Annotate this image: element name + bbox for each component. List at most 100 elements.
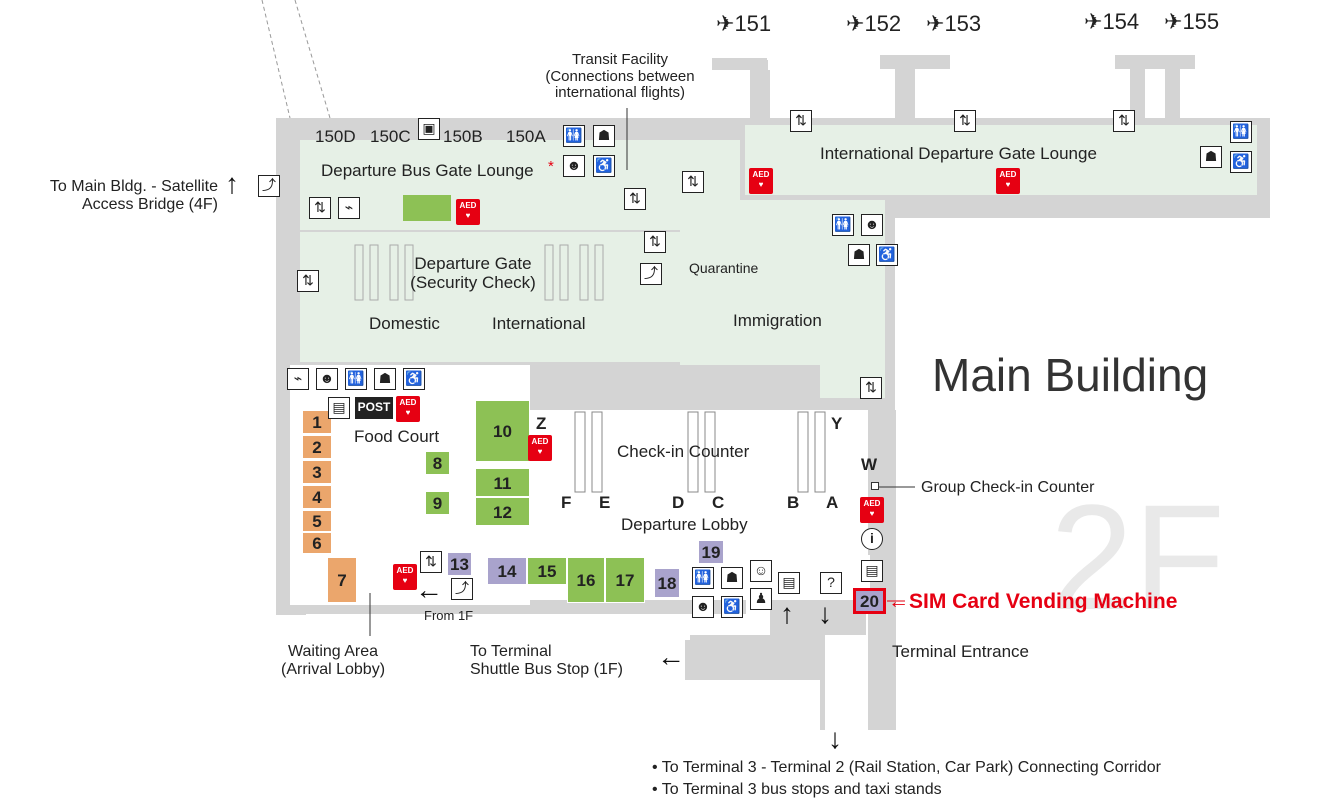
arrow-left-icon: ← [657,641,685,672]
international-label: International [492,314,586,333]
wheelchair-icon: ♿ [721,596,743,618]
shop-8[interactable]: 8 [425,451,450,475]
shop-11[interactable]: 11 [475,468,530,497]
shop-16[interactable]: 16 [567,557,605,603]
airplane-icon: ✈ [846,11,865,36]
shop-17[interactable]: 17 [605,557,645,603]
from-1f-label: From 1F [424,608,474,623]
bus-gate-150a: 150A [506,127,546,146]
aed-icon: AED♥ [396,396,420,422]
aed-icon: AED♥ [456,199,480,225]
shop-19[interactable]: 19 [698,540,724,564]
quarantine-label: Quarantine [689,260,759,276]
wheelchair-icon: ♿ [593,155,615,177]
counter-b: B [787,493,800,512]
atm-icon: ▤ [778,572,800,594]
elevator-icon: ⇅ [624,188,646,210]
elevator-icon: ⇅ [644,231,666,253]
wheelchair-icon: ♿ [1230,151,1252,173]
shop-9[interactable]: 9 [425,491,450,515]
terminal-entrance-label: Terminal Entrance [892,642,1030,661]
prayer-room-icon: ☺ [750,560,772,582]
escalator-icon: ⤴ [451,578,473,600]
arrow-down-icon: ↓ [828,723,842,754]
elevator-icon: ⇅ [860,377,882,399]
shop-3[interactable]: 3 [302,460,332,484]
shop-6[interactable]: 6 [302,532,332,554]
gate-153: ✈153 [926,11,982,36]
group-check-in-label: Group Check-in Counter [921,479,1095,496]
counter-e: E [599,493,611,512]
elevator-icon: ⇅ [1113,110,1135,132]
aed-icon: AED♥ [996,168,1020,194]
domestic-label: Domestic [369,314,440,333]
restroom-icon: 🚻 [1230,121,1252,143]
escalator-icon: ⤴ [258,175,280,197]
airplane-icon: ✈ [716,11,735,36]
restroom-icon: 🚻 [563,125,585,147]
aed-icon: AED♥ [860,497,884,523]
restroom-icon: 🚻 [345,368,367,390]
gate-151: ✈151 [716,11,772,36]
shop-4[interactable]: 4 [302,485,332,509]
international-departure-gate-lounge-label: International Departure Gate Lounge [820,144,1097,163]
elevator-icon: ⇅ [954,110,976,132]
corridor-direction-2: • To Terminal 3 bus stops and taxi stand… [652,781,942,798]
counter-y: Y [831,414,843,433]
escalator-icon: ⤴ [640,263,662,285]
counter-f: F [561,493,572,512]
shop-7[interactable]: 7 [327,557,357,603]
arrow-left-icon: ← [415,574,443,605]
shop-14[interactable]: 14 [487,557,527,585]
check-in-islands [574,411,826,493]
shop-12[interactable]: 12 [475,497,530,526]
smoking-area-icon: ⌁ [287,368,309,390]
shop-15[interactable]: 15 [527,557,567,585]
bus-gate-150c: 150C [370,127,411,146]
main-building-label: Main Building [932,349,1209,401]
sim-card-vending-machine-20[interactable]: 20 [853,588,886,614]
airplane-icon: ✈ [1164,9,1183,34]
baby-changing-icon: ☻ [692,596,714,618]
dashed-line [261,0,291,119]
immigration-label: Immigration [733,311,822,330]
shop-5[interactable]: 5 [302,510,332,532]
information-icon[interactable]: i [861,528,883,550]
corridor-direction-1: • To Terminal 3 - Terminal 2 (Rail Stati… [652,759,1161,776]
corridors [685,600,866,730]
bus-gate-150d: 150D [315,127,356,146]
waiting-area-label: Waiting Area (Arrival Lobby) [280,643,386,678]
restroom-icon: 🚻 [692,567,714,589]
departure-lobby-label: Departure Lobby [621,515,748,534]
aed-icon: AED♥ [528,435,552,461]
bus-gate-150b: 150B [443,127,483,146]
nursing-room-icon: ☗ [593,125,615,147]
lounge-shop-block [403,195,451,221]
shop-18[interactable]: 18 [654,568,680,598]
aed-icon: AED♥ [393,564,417,590]
elevator-icon: ⇅ [309,197,331,219]
atm-icon: ▤ [328,397,350,419]
counter-w: W [861,455,878,474]
counter-a: A [826,493,839,512]
seat-rows [354,244,604,301]
departure-gate-label: Departure Gate (Security Check) [410,254,536,292]
elevator-icon: ⇅ [420,551,442,573]
leader-lines [369,108,915,636]
shop-13[interactable]: 13 [447,552,472,576]
airplane-icon: ✈ [926,11,945,36]
shuttle-direction: To Terminal Shuttle Bus Stop (1F) [470,643,623,678]
shop-1[interactable]: 1 [302,410,332,434]
baby-changing-icon: ☻ [316,368,338,390]
elevator-icon: ⇅ [682,171,704,193]
aed-icon: AED♥ [749,168,773,194]
transit-facility-label: Transit Facility (Connections between in… [545,51,695,101]
baby-changing-icon: ☻ [861,214,883,236]
gate-152: ✈152 [846,11,902,36]
prayer-room-icon: ♟ [750,588,772,610]
shop-2[interactable]: 2 [302,435,332,459]
wheelchair-icon: ♿ [876,244,898,266]
airplane-icon: ✈ [1084,9,1103,34]
floor-number: 2F [1050,473,1226,641]
shop-10[interactable]: 10 [475,400,530,462]
